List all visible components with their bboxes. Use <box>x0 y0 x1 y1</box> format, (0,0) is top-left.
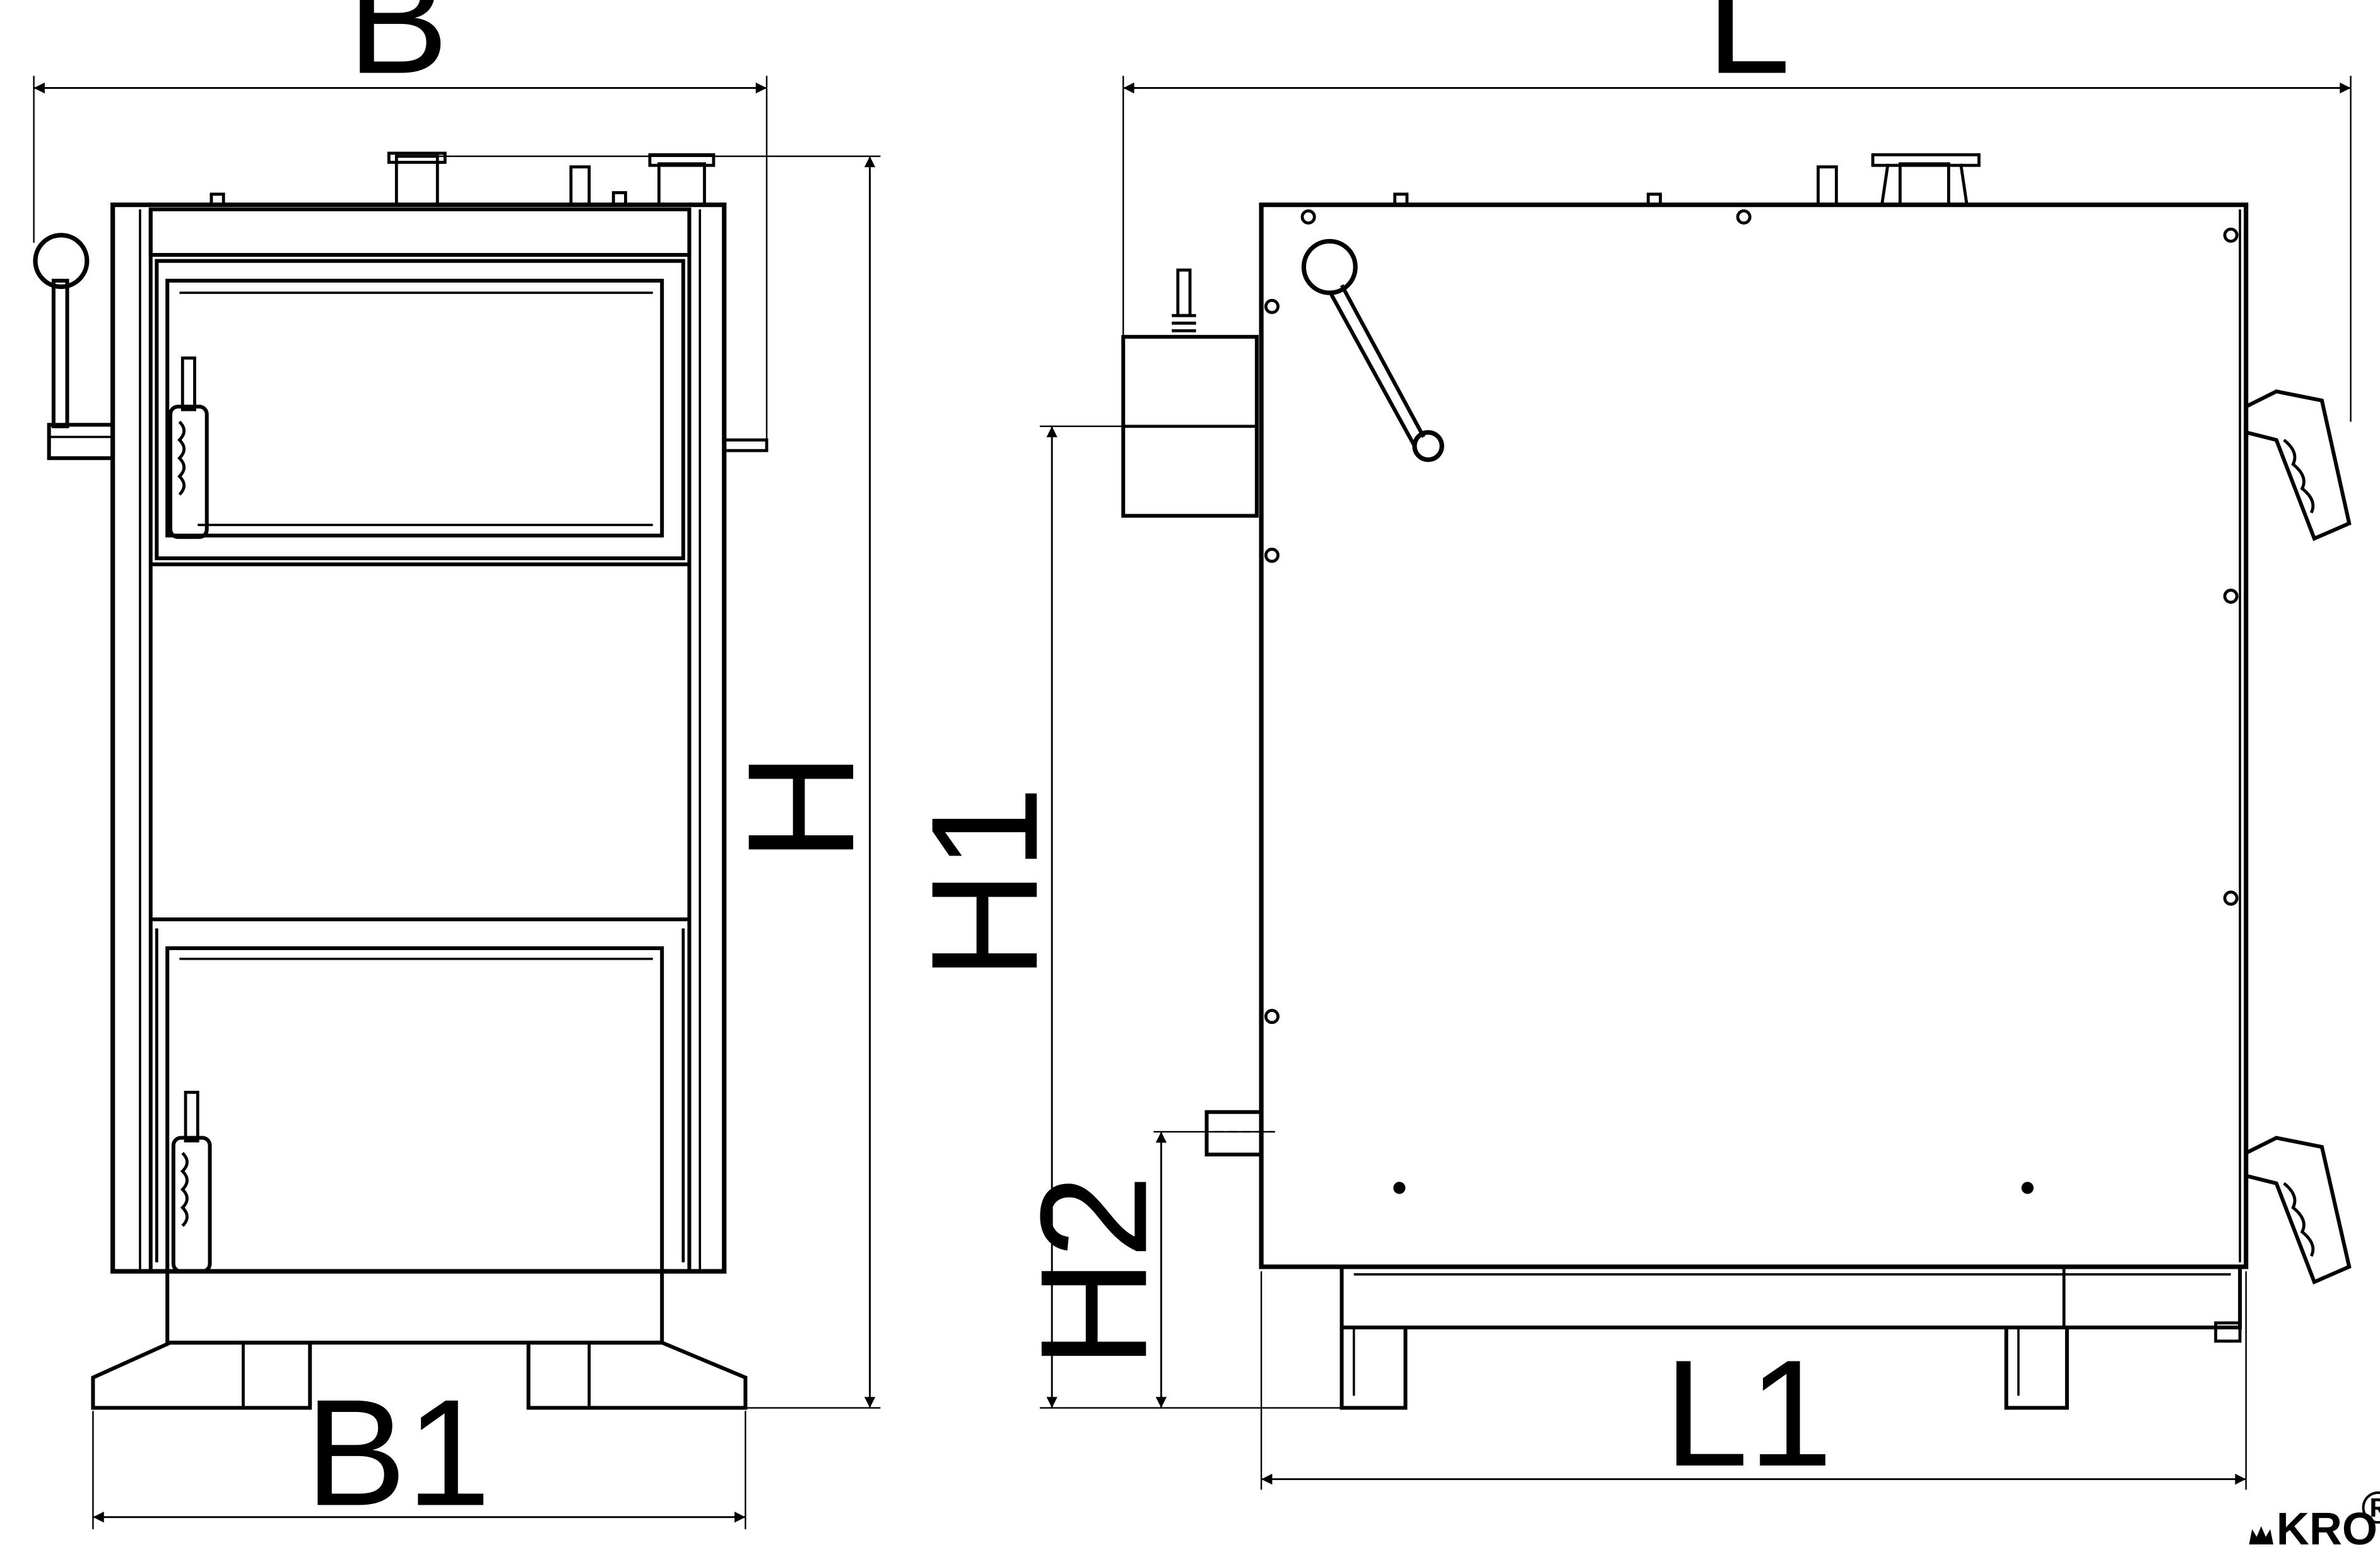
logo-text: KRONAS <box>2277 1504 2380 1552</box>
dimension-h2: H2 <box>1008 1131 1275 1408</box>
dimension-b1: B1 <box>92 1367 746 1537</box>
side-body <box>1121 153 2352 1410</box>
door-handle-lower <box>2244 1136 2352 1285</box>
crown-icon <box>2249 1526 2273 1544</box>
label-b1: B1 <box>305 1367 491 1537</box>
dimension-l1: L1 <box>1260 1271 2247 1498</box>
registered-mark: ® <box>2361 1483 2380 1533</box>
label-h1: H1 <box>899 786 1069 980</box>
door-handle-upper <box>2244 389 2352 541</box>
label-l: L <box>1706 0 1791 105</box>
dimension-h: H <box>409 155 885 1409</box>
dimension-b: B <box>33 0 768 448</box>
side-view: L H1 H2 L1 <box>899 0 2352 1498</box>
front-view: B H B1 <box>33 0 885 1537</box>
label-b: B <box>348 0 449 105</box>
kronas-logo: KRONAS ® <box>2249 1483 2380 1552</box>
front-body <box>33 151 769 1410</box>
dimension-l: L <box>1122 0 2352 422</box>
label-h2: H2 <box>1008 1174 1178 1368</box>
label-l1: L1 <box>1664 1328 1832 1498</box>
label-h: H <box>716 752 885 862</box>
